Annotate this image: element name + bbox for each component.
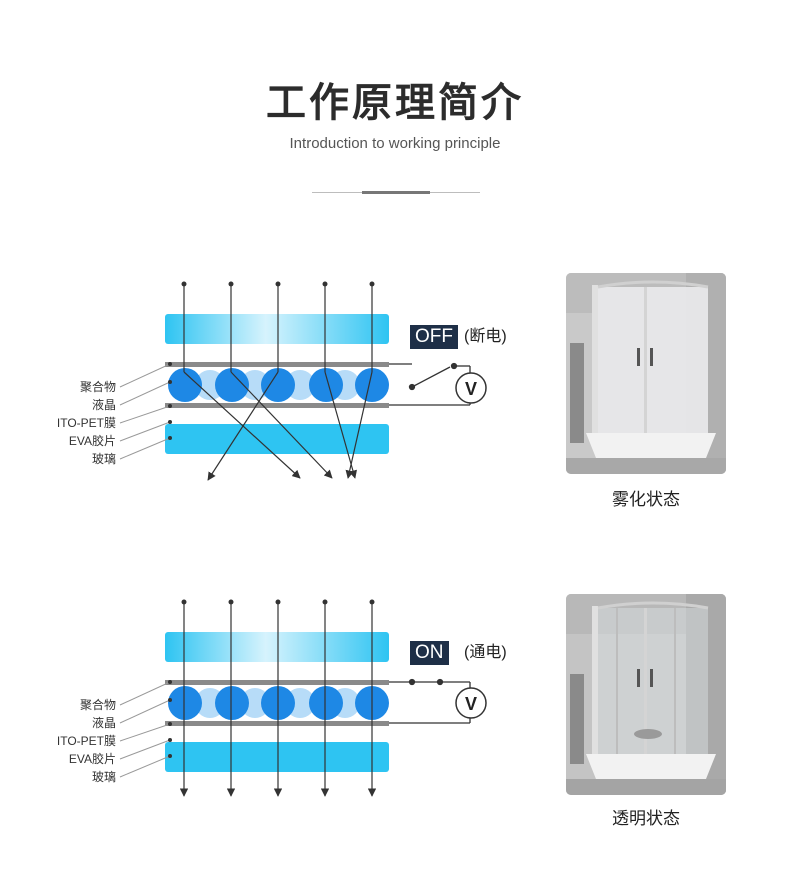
divider-accent <box>362 191 430 194</box>
top-glass-layer <box>165 314 389 344</box>
liquid-crystal-row <box>168 368 389 402</box>
layer-leader-lines <box>119 363 171 460</box>
voltmeter-icon: V <box>455 372 487 404</box>
on-badge: ON <box>410 641 449 665</box>
off-state-schematic: V <box>119 281 487 481</box>
layer-leader-lines <box>119 681 171 778</box>
off-note: (断电) <box>464 328 507 345</box>
layer-label-liquid-crystal: 液晶 <box>91 716 116 730</box>
top-film-layer <box>165 362 389 367</box>
liquid-crystal-row <box>168 686 389 720</box>
ray-source-dots <box>181 599 375 605</box>
layer-label-polymer: 聚合物 <box>79 380 116 394</box>
on-state-diagram: V 聚合物 液晶 ITO-PET膜 EVA胶片 玻璃 ON (通电) <box>0 580 540 820</box>
off-badge: OFF <box>410 325 458 349</box>
top-film-layer <box>165 680 389 685</box>
layer-label-eva: EVA胶片 <box>68 752 116 766</box>
page-title: 工作原理简介 <box>266 80 524 126</box>
bottom-glass-layer <box>165 742 389 772</box>
layer-label-eva: EVA胶片 <box>68 434 116 448</box>
layer-label-glass: 玻璃 <box>91 452 116 466</box>
layer-label-ito-pet: ITO-PET膜 <box>56 416 116 430</box>
page-subtitle: Introduction to working principle <box>289 135 501 152</box>
frosted-shower-photo <box>566 273 726 474</box>
voltmeter-label: V <box>465 379 477 399</box>
ray-source-dots <box>181 281 375 287</box>
off-state-diagram: V 聚合物 液晶 ITO-PET膜 EVA胶片 玻璃 OFF (断电) <box>0 260 540 500</box>
layer-label-ito-pet: ITO-PET膜 <box>56 734 116 748</box>
transparent-state-caption: 透明状态 <box>612 809 680 829</box>
on-note: (通电) <box>464 644 507 661</box>
bottom-film-layer <box>165 403 389 408</box>
bottom-film-layer <box>165 721 389 726</box>
top-glass-layer <box>165 632 389 662</box>
straight-light-rays <box>179 602 377 797</box>
bottom-glass-layer <box>165 424 389 454</box>
switch-icon <box>389 362 471 406</box>
layer-label-liquid-crystal: 液晶 <box>91 398 116 412</box>
closed-circuit-wire <box>389 678 471 724</box>
layer-label-glass: 玻璃 <box>91 770 116 784</box>
voltmeter-icon: V <box>455 687 487 719</box>
transparent-shower-photo <box>566 594 726 795</box>
on-state-schematic: V <box>119 599 487 797</box>
voltmeter-label: V <box>465 694 477 714</box>
scattered-light-rays <box>183 284 373 481</box>
frosted-state-caption: 雾化状态 <box>612 490 680 510</box>
layer-label-polymer: 聚合物 <box>79 698 116 712</box>
